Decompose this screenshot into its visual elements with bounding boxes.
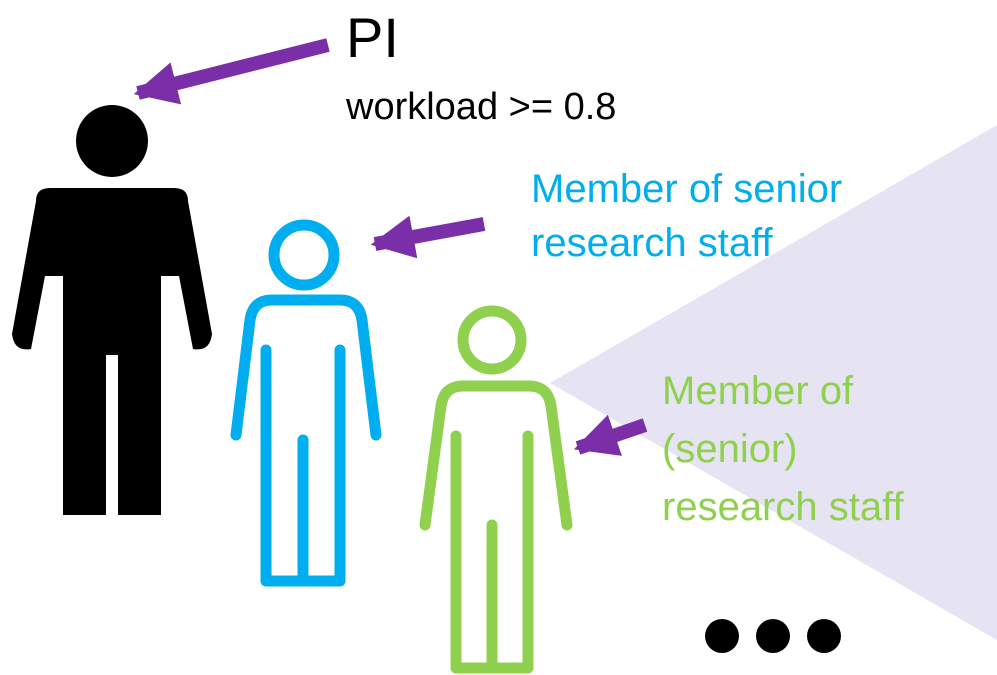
pi-figure-icon <box>12 105 212 515</box>
staff-arrow-icon <box>573 414 648 456</box>
research-staff-label-line: research staff <box>662 485 904 529</box>
senior-arrow-icon <box>370 215 486 259</box>
senior-staff-label-line: research staff <box>531 221 773 265</box>
research-staff-figure-icon <box>419 305 573 674</box>
pi-title: PI <box>346 6 399 69</box>
pi-workload-condition: workload >= 0.8 <box>346 86 617 128</box>
senior-staff-figure-icon <box>230 219 382 587</box>
senior-staff-label: Member of senior research staff <box>531 162 842 270</box>
research-staff-label-line: Member of <box>662 369 854 413</box>
research-staff-label: Member of (senior) research staff <box>662 362 904 536</box>
staff-highlight-wedge <box>550 125 997 640</box>
ellipsis-icon <box>705 619 841 653</box>
senior-staff-label-line: Member of senior <box>531 167 843 211</box>
research-staff-label-line: (senior) <box>662 427 798 471</box>
pi-arrow-icon <box>133 38 330 105</box>
